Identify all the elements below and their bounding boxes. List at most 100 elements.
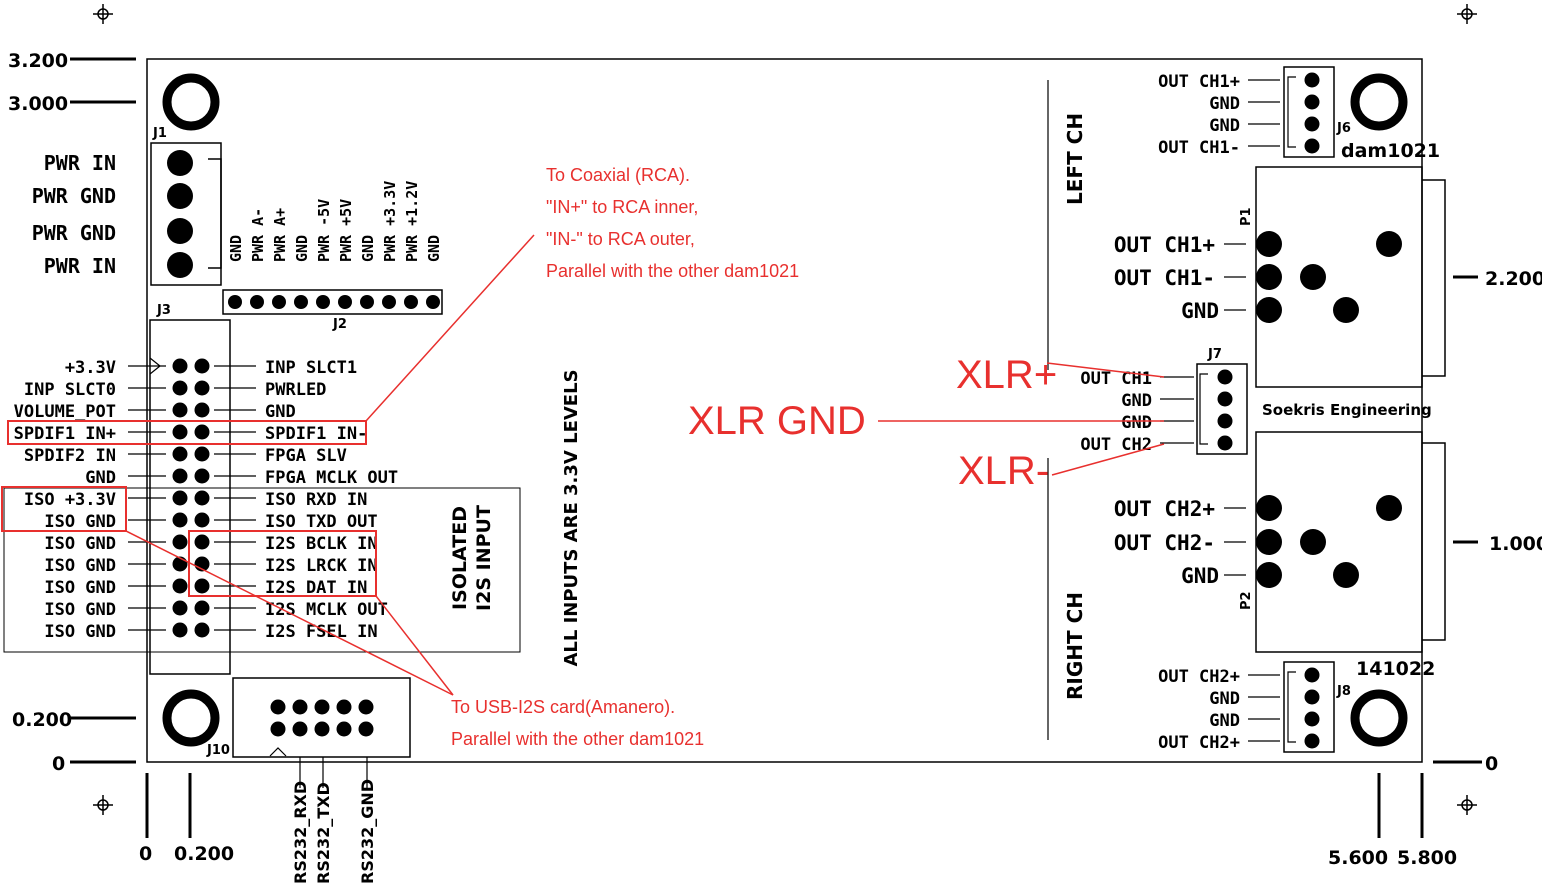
- dim-left-0: 0: [52, 753, 65, 775]
- maker-label: Soekris Engineering: [1262, 401, 1432, 419]
- dim-bottom-0200: 0.200: [174, 843, 234, 865]
- usb-note-line: To USB-I2S card(Amanero).: [451, 697, 675, 717]
- j3-pin: [194, 512, 210, 528]
- j8-ref: J8: [1336, 684, 1351, 699]
- j6-pin: [1304, 94, 1320, 110]
- j3-left-label: SPDIF1 IN+: [14, 424, 116, 444]
- xlr-minus-note: XLR-: [958, 449, 1049, 493]
- p1-pin-label: GND: [1181, 299, 1219, 323]
- dim-left-3000: 3.000: [8, 93, 68, 115]
- mounting-hole-icon: [162, 73, 1408, 747]
- j10-pin: [270, 699, 286, 715]
- j7-pin: [1217, 391, 1233, 407]
- j7-pin: [1217, 435, 1233, 451]
- dimension-lines-bottom: [145, 773, 1424, 838]
- j6-body: [1283, 66, 1335, 158]
- j10-pins: [270, 699, 374, 737]
- j3-left-label: GND: [85, 468, 116, 488]
- j3-ref: J3: [156, 303, 171, 318]
- j3-pin: [172, 512, 188, 528]
- j3-left-label: ISO GND: [44, 534, 116, 554]
- j6-latch: [1287, 76, 1296, 148]
- j1-ref: J1: [152, 126, 167, 141]
- registration-mark-icon: [93, 4, 1477, 815]
- j10-pin: [336, 699, 352, 715]
- dim-left-0200: 0.200: [12, 709, 72, 731]
- j2-pin: [294, 295, 308, 309]
- j2-pin-label: GND: [359, 235, 377, 262]
- j6-pin-label: OUT CH1-: [1158, 138, 1240, 158]
- j3-pin: [172, 622, 188, 638]
- p2-flange: [1422, 442, 1446, 641]
- j2-pin: [228, 295, 242, 309]
- coax-note-line: Parallel with the other dam1021: [546, 261, 799, 281]
- j3-pin: [172, 358, 188, 374]
- j2-pin-label: PWR +1.2V: [403, 181, 421, 262]
- coax-note-line: "IN+" to RCA inner,: [546, 197, 698, 217]
- j7-pin: [1217, 369, 1233, 385]
- j2-ref: J2: [332, 317, 347, 332]
- j2-pin-label: GND: [425, 235, 443, 262]
- j3-pin: [172, 380, 188, 396]
- j7-body: [1196, 363, 1248, 455]
- j10-pin: [292, 721, 308, 737]
- j3-right-label: ISO RXD IN: [265, 490, 367, 510]
- dim-right-1000: 1.000: [1489, 533, 1542, 555]
- j8-pin-label: OUT CH2+: [1158, 667, 1240, 687]
- dim-right-2200: 2.200: [1485, 268, 1542, 290]
- j3-left-label: ISO GND: [44, 600, 116, 620]
- usb-note: To USB-I2S card(Amanero). Parallel with …: [451, 697, 704, 749]
- j3-pin: [172, 490, 188, 506]
- j3-left-label: INP SLCT0: [24, 380, 116, 400]
- j3-right-label: SPDIF1 IN-: [265, 424, 367, 444]
- p2-pin-label: OUT CH2+: [1114, 497, 1215, 521]
- j10-leads: [299, 757, 368, 788]
- j3-left-label: ISO GND: [44, 622, 116, 642]
- j3-pin: [172, 424, 188, 440]
- dim-bottom-5600: 5.600: [1328, 847, 1388, 869]
- j6-ref: J6: [1336, 121, 1351, 136]
- j3-pin: [194, 490, 210, 506]
- j2-pin: [316, 295, 330, 309]
- dimension-lines-left: [70, 57, 136, 764]
- j3-pin: [194, 402, 210, 418]
- j3-pin: [194, 446, 210, 462]
- j3-left-label: ISO GND: [44, 578, 116, 598]
- j8-pin: [1304, 689, 1320, 705]
- highlight-boxes: [1, 420, 377, 597]
- j1-pin-label: PWR GND: [32, 184, 116, 208]
- j3-right-label: I2S BCLK IN: [265, 534, 378, 554]
- j3-right-label: ISO TXD OUT: [265, 512, 378, 532]
- j3-left-label: SPDIF2 IN: [24, 446, 116, 466]
- j8-pin: [1304, 711, 1320, 727]
- j6-pin-label: GND: [1209, 94, 1240, 114]
- coax-note-line: "IN-" to RCA outer,: [546, 229, 695, 249]
- j8-pin: [1304, 667, 1320, 683]
- j8-pin: [1304, 733, 1320, 749]
- j3-pin: [194, 600, 210, 616]
- j3-pin: [172, 534, 188, 550]
- j3-right-label: FPGA SLV: [265, 446, 347, 466]
- j2-pin-label: PWR +5V: [337, 199, 355, 262]
- p2-pin-label: OUT CH2-: [1114, 531, 1215, 555]
- j3-pin: [172, 446, 188, 462]
- j6-pin-label: GND: [1209, 116, 1240, 136]
- j2-pin-label: PWR -5V: [315, 199, 333, 262]
- j3-pin: [194, 424, 210, 440]
- j2-pin-label: GND: [293, 235, 311, 262]
- j2-pin: [404, 295, 418, 309]
- xlr-gnd-note: XLR GND: [688, 399, 866, 443]
- right-ch-label: RIGHT CH: [1063, 592, 1087, 700]
- levels-label: ALL INPUTS ARE 3.3V LEVELS: [561, 369, 582, 666]
- j2-pin: [360, 295, 374, 309]
- dim-left-3200: 3.200: [8, 50, 68, 72]
- j7-pin-label: GND: [1121, 413, 1152, 433]
- j6-pin: [1304, 116, 1320, 132]
- dim-right-0: 0: [1485, 753, 1498, 775]
- j7-pin: [1217, 413, 1233, 429]
